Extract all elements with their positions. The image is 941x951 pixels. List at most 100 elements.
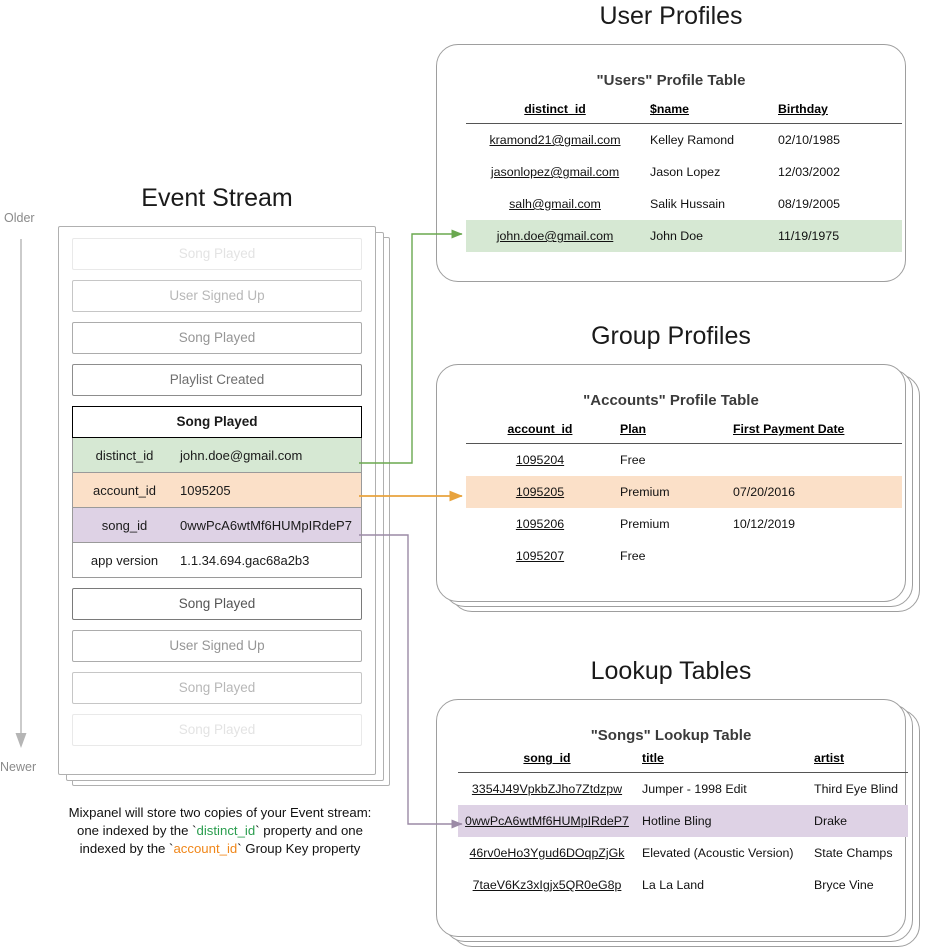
event-row[interactable]: Song Played (72, 238, 362, 270)
table-header-row: account_id Plan First Payment Date (466, 422, 902, 444)
table-cell: 7taeV6Kz3xIgjx5QR0eG8p (458, 869, 636, 901)
event-row[interactable]: Song Played (72, 672, 362, 704)
primary-key-value: kramond21@gmail.com (489, 133, 621, 147)
event-row[interactable]: Song Played (72, 588, 362, 620)
table-cell: Hotline Bling (636, 805, 808, 837)
axis-label-newer: Newer (0, 760, 37, 774)
caption-token-account-id: account_id (173, 841, 238, 856)
primary-key-value: 3354J49VpkbZJho7Ztdzpw (471, 782, 623, 796)
group-profiles-section-title: Group Profiles (591, 322, 751, 350)
event-row[interactable]: Playlist Created (72, 364, 362, 396)
table-row[interactable]: 1095204 Free (466, 444, 902, 477)
table-cell: John Doe (644, 220, 772, 252)
primary-key-value: 7taeV6Kz3xIgjx5QR0eG8p (472, 878, 622, 892)
table-cell (727, 444, 902, 477)
column-header: Birthday (778, 102, 828, 116)
caption-token-distinct-id: distinct_id (196, 823, 256, 838)
table-cell: 11/19/1975 (772, 220, 902, 252)
primary-key-value: 46rv0eHo3Ygud6DOqpZjGk (469, 846, 625, 860)
table-header-row: song_id title artist (458, 751, 908, 773)
accounts-profile-table: account_id Plan First Payment Date 1095204… (466, 422, 902, 572)
table-cell: 1095204 (466, 444, 614, 477)
column-header: First Payment Date (733, 422, 845, 436)
table-cell: 07/20/2016 (727, 476, 902, 508)
event-stream-title: Event Stream (141, 184, 293, 212)
column-header: Plan (620, 422, 646, 436)
table-cell: salh@gmail.com (466, 188, 644, 220)
column-header: title (642, 751, 664, 765)
table-cell: Kelley Ramond (650, 133, 735, 147)
primary-key-value: 1095207 (515, 549, 565, 563)
table-cell: Elevated (Acoustic Version) (642, 846, 794, 860)
table-cell: john.doe@gmail.com (466, 220, 644, 252)
primary-key-value: salh@gmail.com (509, 197, 601, 211)
table-cell: Salik Hussain (650, 197, 726, 211)
primary-key-value: john.doe@gmail.com (496, 229, 614, 243)
caption-line-3: indexed by the `account_id` Group Key pr… (40, 840, 400, 858)
primary-key-value: 0wwPcA6wtMf6HUMpIRdeP7 (465, 814, 629, 828)
column-header: account_id (507, 422, 573, 436)
table-cell (727, 540, 902, 572)
table-cell: 02/10/1985 (778, 133, 841, 147)
table-cell: Drake (808, 805, 908, 837)
songs-table-title: "Songs" Lookup Table (590, 727, 752, 744)
table-cell: 08/19/2005 (778, 197, 841, 211)
table-cell: Premium (614, 476, 727, 508)
table-cell: Bryce Vine (814, 878, 874, 892)
table-cell: 10/12/2019 (733, 517, 796, 531)
time-axis: Older Newer (0, 211, 70, 785)
accounts-table-title: "Accounts" Profile Table (583, 392, 759, 409)
table-row[interactable]: 7taeV6Kz3xIgjx5QR0eG8p La La Land Bryce Vi… (458, 869, 908, 901)
table-cell: kramond21@gmail.com (466, 124, 644, 157)
caption-line-3-pre: indexed by the ` (79, 841, 174, 856)
table-cell: 1095206 (466, 508, 614, 540)
table-row[interactable]: 46rv0eHo3Ygud6DOqpZjGk Elevated (Acoustic… (458, 837, 908, 869)
table-row[interactable]: 1095206 Premium 10/12/2019 (466, 508, 902, 540)
table-row[interactable]: 1095207 Free (466, 540, 902, 572)
event-row[interactable]: User Signed Up (72, 630, 362, 662)
event-row[interactable]: User Signed Up (72, 280, 362, 312)
table-cell: Free (620, 453, 646, 467)
event-row[interactable]: Song Played (72, 714, 362, 746)
event-row[interactable]: Song Played (72, 322, 362, 354)
event-property-value: 0wwPcA6wtMf6HUMpIRdeP7 (180, 517, 352, 533)
caption-line-3-post: ` Group Key property (237, 841, 361, 856)
table-cell: Third Eye Blind (814, 782, 899, 796)
table-cell: La La Land (642, 878, 705, 892)
column-header: artist (814, 751, 845, 765)
table-row[interactable]: salh@gmail.com Salik Hussain 08/19/2005 (466, 188, 902, 220)
table-cell: 0wwPcA6wtMf6HUMpIRdeP7 (458, 805, 636, 837)
event-property-key: account_id (93, 482, 156, 498)
table-cell: Jason Lopez (650, 165, 721, 179)
table-cell: State Champs (814, 846, 893, 860)
column-header: song_id (523, 751, 571, 765)
event-stream-caption: Mixpanel will store two copies of your E… (40, 804, 400, 858)
caption-line-2-pre: one indexed by the ` (77, 823, 197, 838)
table-cell: Premium (620, 517, 670, 531)
event-property-key: distinct_id (95, 447, 154, 463)
table-cell: Jumper - 1998 Edit (642, 782, 747, 796)
time-arrow-icon (15, 239, 27, 748)
songs-lookup-table: song_id title artist 3354J49VpkbZJho7Ztdzp… (458, 751, 908, 901)
column-header: $name (650, 102, 689, 116)
event-property-value: john.doe@gmail.com (180, 447, 303, 463)
primary-key-value: jasonlopez@gmail.com (490, 165, 620, 179)
event-property-key: app version (90, 552, 159, 568)
table-cell: 1095205 (466, 476, 614, 508)
table-cell: 1095207 (466, 540, 614, 572)
table-row[interactable]: 3354J49VpkbZJho7Ztdzpw Jumper - 1998 Edit… (458, 773, 908, 806)
table-row[interactable]: kramond21@gmail.com Kelley Ramond 02/10/19… (466, 124, 902, 157)
caption-line-2-post: ` property and one (255, 823, 363, 838)
table-cell: Free (620, 549, 646, 563)
